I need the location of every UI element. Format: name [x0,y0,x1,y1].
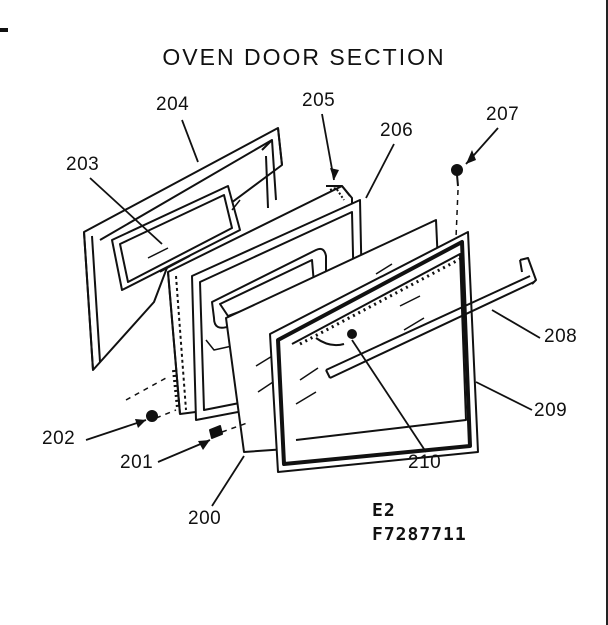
part-202-screw [146,410,158,422]
callout-205: 205 [302,90,336,111]
callout-207: 207 [486,104,520,125]
leader-arrowheads [135,150,476,450]
part-209-outer-door [269,231,479,473]
model-code-line2: F7287711 [372,524,467,545]
leader-lines [85,113,541,507]
scan-edge-mark [0,28,8,32]
callout-201: 201 [120,452,154,473]
callout-210: 210 [408,452,442,473]
scan-edge-line [606,0,608,625]
model-code-line1: E2 [372,500,396,521]
callout-202: 202 [42,428,76,449]
part-207-screw [451,164,463,187]
alignment-lines [125,189,459,433]
part-201-screw [209,425,223,439]
callout-209: 209 [534,400,568,421]
callout-203: 203 [66,154,100,175]
callout-206: 206 [380,120,414,141]
part-203-inner-glass [111,185,241,291]
callout-208: 208 [544,326,578,347]
callout-204: 204 [156,94,190,115]
part-208-handle [325,257,537,379]
callout-200: 200 [188,508,222,529]
diagram-title: OVEN DOOR SECTION [162,44,446,70]
